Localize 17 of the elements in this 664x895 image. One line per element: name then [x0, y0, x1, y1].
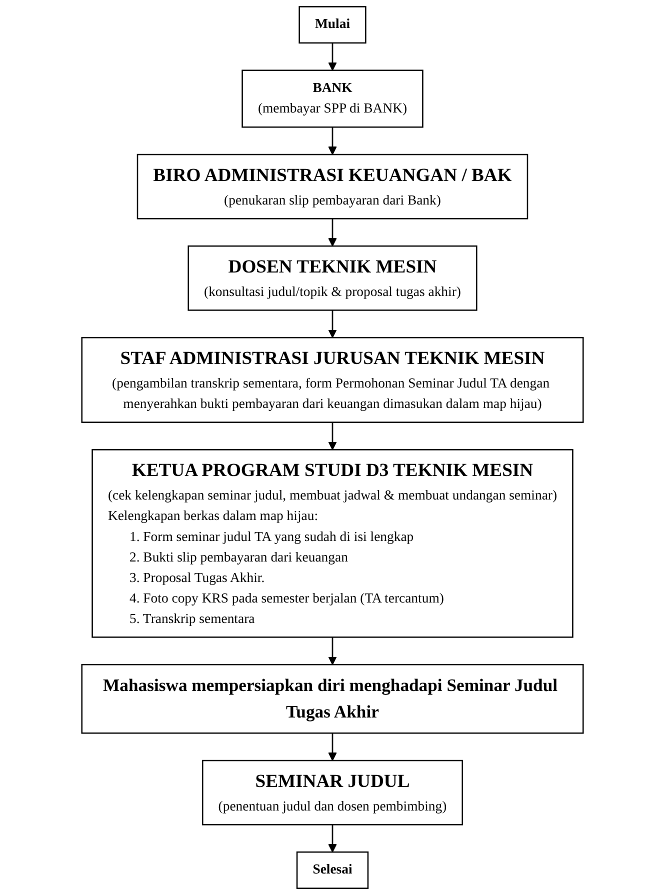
node-box: STAF ADMINISTRASI JURUSAN TEKNIK MESIN (pengambilan transkrip sementara, form Permohonan Seminar Judul TA dengan menyerahkan bukti pembayaran dari keuangan dimasukan dalam map hijau): [80, 336, 584, 423]
node-box: Selesai: [296, 851, 368, 889]
arrow: [328, 733, 336, 761]
arrow: [328, 824, 336, 852]
node-box: BANK (membayar SPP di BANK): [241, 70, 423, 128]
arrow: [328, 637, 336, 665]
arrow: [328, 422, 336, 450]
node-box: BIRO ADMINISTRASI KEUANGAN / BAK (penukaran slip pembayaran dari Bank): [136, 154, 528, 220]
node-box: SEMINAR JUDUL (penentuan judul dan dosen pembimbing): [202, 760, 462, 826]
node-box: Mulai: [298, 6, 366, 44]
arrow: [328, 218, 336, 246]
arrow: [328, 42, 336, 71]
node-box: Mahasiswa mempersiapkan diri menghadapi Seminar Judul Tugas Akhir: [80, 664, 584, 734]
node-box: KETUA PROGRAM STUDI D3 TEKNIK MESIN (cek kelengkapan seminar judul, membuat jadwal & membuat undangan seminar) Kelengkapan berkas dalam map hijau: 1. Form seminar judul TA yang sudah di isi lengkap 2. Bukti slip pembayaran dari keuangan 3. Proposal Tugas Akhir. 4. Foto copy KRS pada semester berjalan (TA tercantum) 5. Transkrip sementara: [91, 449, 573, 638]
arrow: [328, 127, 336, 155]
node-box: DOSEN TEKNIK MESIN (konsultasi judul/topik & proposal tugas akhir): [187, 245, 477, 311]
arrow: [328, 310, 336, 338]
